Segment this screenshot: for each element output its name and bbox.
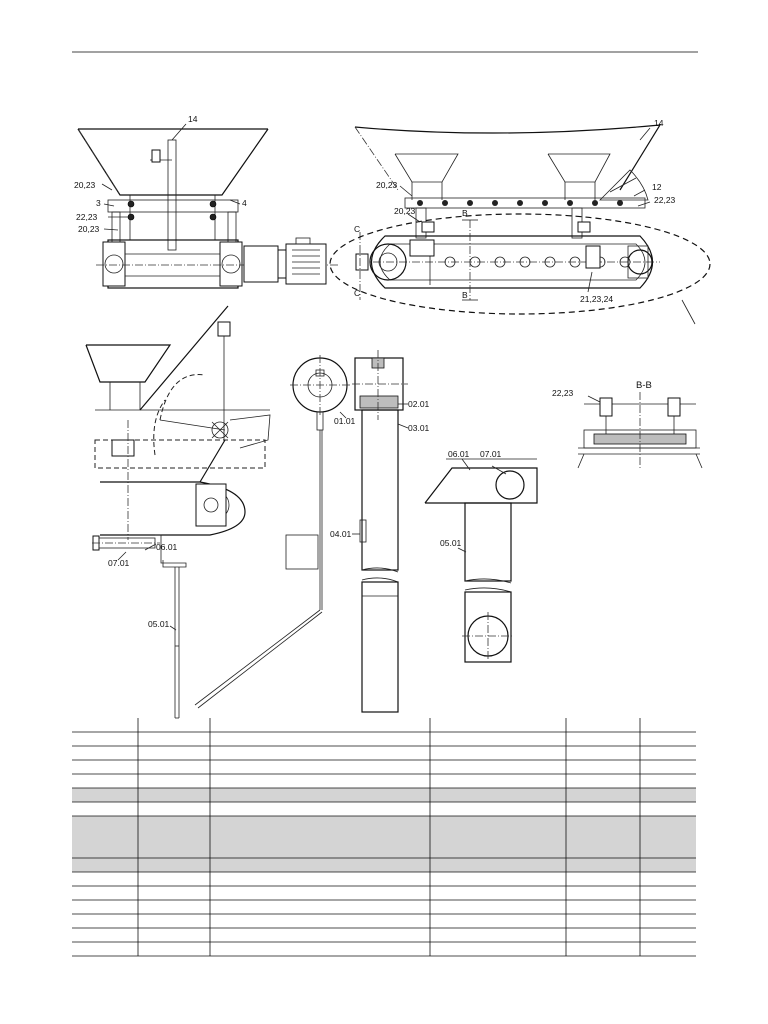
callout-20-23-b: 20,23 — [78, 224, 100, 234]
section-mark-c-bottom: C — [354, 288, 360, 298]
lever-part-drawing — [424, 458, 538, 663]
part-label-04-01: 04.01 — [330, 529, 352, 539]
part-label-01-01: 01.01 — [334, 416, 356, 426]
drive-shaft-drawing — [352, 350, 409, 713]
section-mark-c-top: C — [354, 224, 360, 234]
callout-22-23-section: 22,23 — [552, 388, 574, 398]
callout-22-23-right: 22,23 — [654, 195, 676, 205]
table-row-gray-1 — [72, 788, 696, 802]
part-label-06-01: 06.01 — [156, 542, 178, 552]
part-label-02-01: 02.01 — [408, 399, 430, 409]
section-mark-b-top: B — [462, 208, 468, 218]
shaft-part-drawing — [194, 355, 352, 709]
part-label-07-01: 07.01 — [108, 558, 130, 568]
part-label-05-01-b: 05.01 — [440, 538, 462, 548]
section-title-b-b: B-B — [636, 380, 652, 391]
section-mark-b-bottom: B — [462, 290, 468, 300]
part-label-07-01-b: 07.01 — [480, 449, 502, 459]
callout-3: 3 — [96, 198, 101, 208]
section-b-b-drawing — [577, 392, 703, 470]
callout-20-23: 20,23 — [74, 180, 96, 190]
detail-c-drawing — [85, 305, 271, 540]
front-view-drawing — [77, 123, 340, 289]
callout-20-23-right: 20,23 — [376, 180, 398, 190]
side-view-drawing — [329, 124, 711, 325]
pin-part-drawing — [92, 534, 187, 719]
callout-12: 12 — [652, 182, 662, 192]
callout-22-23: 22,23 — [76, 212, 98, 222]
callout-21-23-24: 21,23,24 — [580, 294, 613, 304]
callout-20-23-right-b: 20,23 — [394, 206, 416, 216]
parts-table — [72, 718, 696, 957]
callout-14: 14 — [188, 114, 198, 124]
table-row-gray-tall — [72, 816, 696, 858]
part-label-03-01: 03.01 — [408, 423, 430, 433]
callout-4: 4 — [242, 198, 247, 208]
table-row-gray-2 — [72, 858, 696, 872]
callout-14-right: 14 — [654, 118, 664, 128]
part-label-05-01: 05.01 — [148, 619, 170, 629]
part-label-06-01-b: 06.01 — [448, 449, 470, 459]
